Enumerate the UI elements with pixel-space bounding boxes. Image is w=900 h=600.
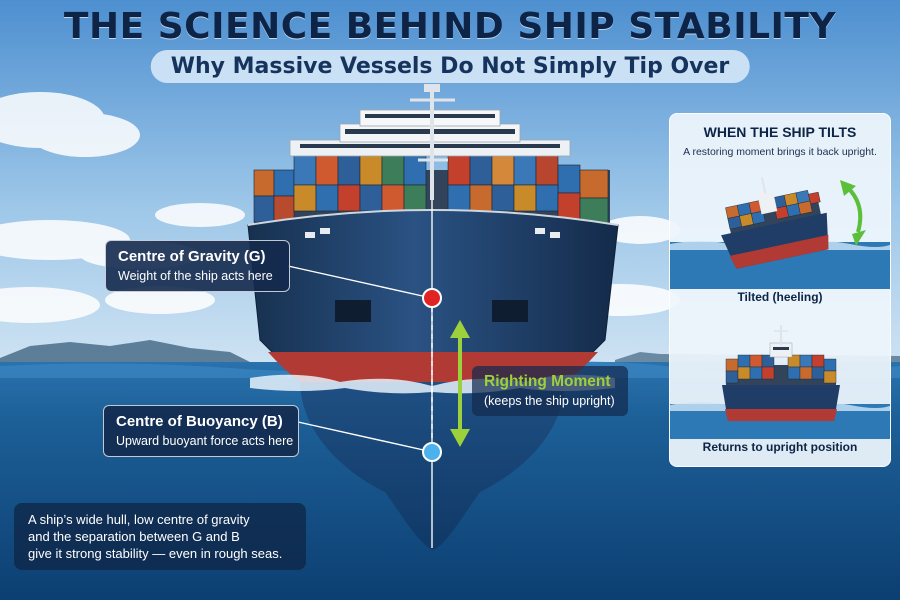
- page-title: THE SCIENCE BEHIND SHIP STABILITY: [63, 6, 837, 47]
- centre-of-buoyancy-text: Upward buoyant force acts here: [116, 434, 294, 448]
- note-line: give it strong stability — even in rough…: [28, 546, 283, 561]
- centre-of-buoyancy-dot: [422, 442, 442, 462]
- bridge-superstructure: [289, 84, 571, 200]
- tilt-panel-title: WHEN THE SHIP TILTS: [703, 124, 857, 140]
- righting-moment-text: (keeps the ship upright): [484, 394, 615, 408]
- page-subtitle: Why Massive Vessels Do Not Simply Tip Ov…: [150, 50, 750, 83]
- centre-of-buoyancy-heading: Centre of Buoyancy (B): [116, 413, 283, 430]
- centre-of-gravity-callout: Centre of Gravity (G) Weight of the ship…: [105, 240, 290, 292]
- mountains-left: [0, 340, 250, 364]
- tilted-caption: Tilted (heeling): [737, 290, 823, 304]
- centre-of-gravity-dot: [422, 288, 442, 308]
- stability-summary-note: A ship’s wide hull, low centre of gravit…: [14, 503, 306, 570]
- centre-of-gravity-heading: Centre of Gravity (G): [118, 248, 266, 265]
- upright-caption: Returns to upright position: [702, 440, 858, 454]
- centre-of-buoyancy-callout: Centre of Buoyancy (B) Upward buoyant fo…: [103, 405, 299, 457]
- righting-moment-arrow-icon: [450, 320, 470, 447]
- tilted-ship-illustration: [670, 177, 890, 289]
- upright-ship-illustration: [670, 325, 890, 439]
- restoring-arrow-icon: [844, 184, 863, 233]
- buoyancy-leader-line: [297, 421, 429, 452]
- tilt-panel-subtitle: A restoring moment brings it back uprigh…: [683, 146, 877, 158]
- centre-of-gravity-text: Weight of the ship acts here: [118, 269, 273, 283]
- note-line: and the separation between G and B: [28, 529, 240, 544]
- ship-tilt-panel: WHEN THE SHIP TILTS A restoring moment b…: [669, 113, 891, 467]
- gravity-leader-line: [287, 265, 428, 298]
- note-line: A ship’s wide hull, low centre of gravit…: [28, 512, 250, 527]
- righting-moment-callout: Righting Moment (keeps the ship upright): [472, 366, 628, 416]
- righting-moment-heading: Righting Moment: [484, 373, 611, 390]
